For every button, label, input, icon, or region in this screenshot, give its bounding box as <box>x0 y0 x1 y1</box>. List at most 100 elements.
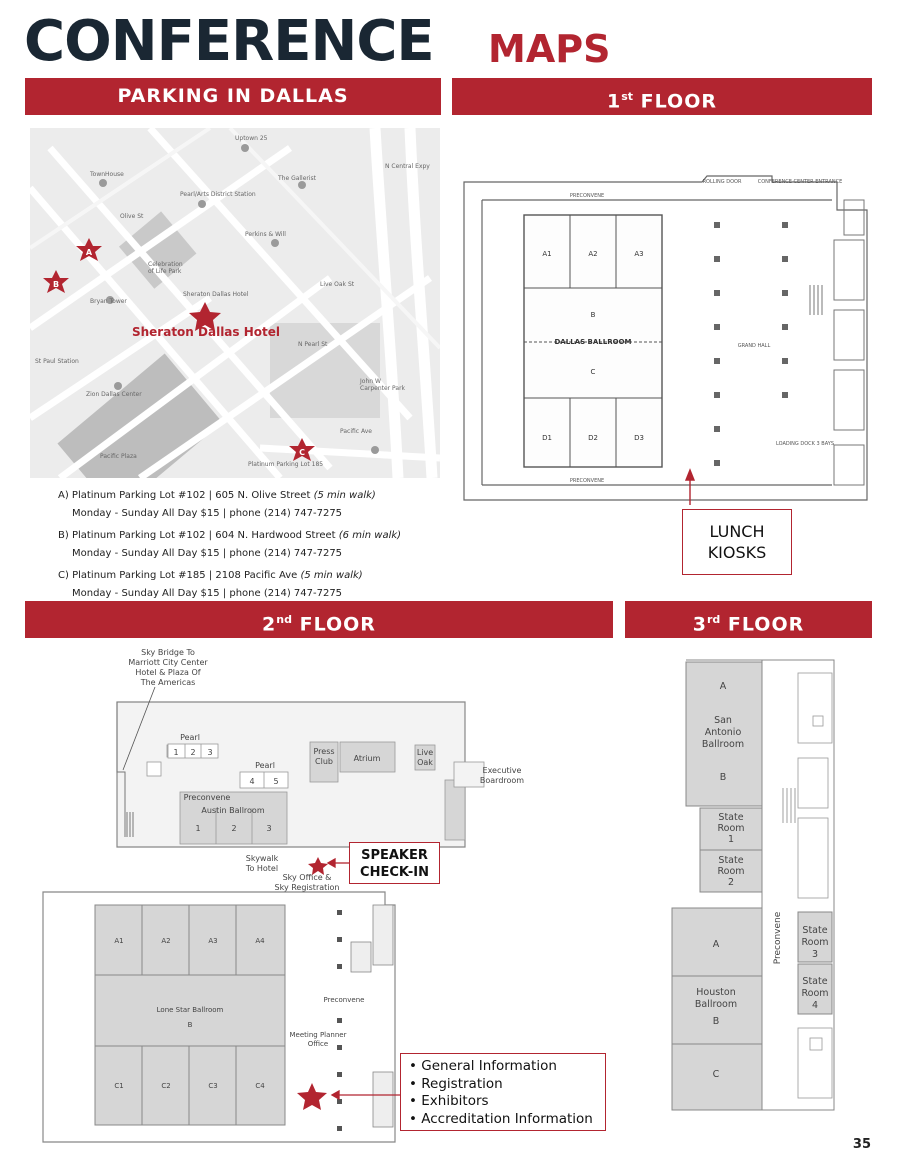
room-d3: D3 <box>634 434 644 442</box>
meeting-planner-marker[interactable] <box>297 1083 327 1110</box>
third-floor-map[interactable]: A San Antonio Ballroom B State Room 1 St… <box>670 658 850 1113</box>
svg-text:N Central Expy: N Central Expy <box>385 163 430 170</box>
third-floor-plan: A San Antonio Ballroom B State Room 1 St… <box>671 659 835 1111</box>
floor-ordinal: st <box>621 90 634 103</box>
room-a3: A3 <box>634 250 643 258</box>
callout-line: CHECK-IN <box>360 865 429 880</box>
houston-label: Houston <box>696 987 735 998</box>
svg-text:John W: John W <box>359 378 381 385</box>
callout-line: LUNCH <box>709 522 765 541</box>
first-floor-map[interactable]: A1 A2 A3 B DALLAS BALLROOM C D1 D2 D3 PR… <box>462 170 872 510</box>
page-title: CONFERENCE <box>24 9 435 74</box>
parking-address: C) Platinum Parking Lot #185 | 2108 Paci… <box>58 570 301 581</box>
conference-center-entrance-label: CONFERENCE CENTER ENTRANCE <box>758 179 843 185</box>
floor-number: 3 <box>692 613 707 636</box>
parking-rate: Monday - Sunday All Day $15 | phone (214… <box>72 507 343 519</box>
lunch-kiosks-callout: LUNCH KIOSKS <box>682 509 792 575</box>
state-room-1-label: State <box>718 812 743 823</box>
lone-star-ballroom-label: Lone Star Ballroom <box>157 1006 224 1014</box>
pearl-label: Pearl <box>180 733 200 742</box>
speaker-checkin-marker[interactable] <box>308 857 328 875</box>
floor-word: FLOOR <box>633 90 717 113</box>
meeting-planner-info-callout: • General Information • Registration • E… <box>400 1053 606 1131</box>
parking-address: A) Platinum Parking Lot #102 | 605 N. Ol… <box>58 490 314 501</box>
parking-marker-b[interactable]: B <box>43 270 69 293</box>
room-a2: A2 <box>161 937 170 945</box>
parking-rate: Monday - Sunday All Day $15 | phone (214… <box>72 547 343 559</box>
state-room-3-label: Room <box>801 937 828 948</box>
san-antonio-room-a: A <box>720 681 727 692</box>
floor-number: 2 <box>262 613 277 636</box>
room-a4: A4 <box>255 937 265 945</box>
svg-text:C: C <box>299 448 305 457</box>
floor-ordinal: rd <box>706 613 721 626</box>
floor-ordinal: nd <box>276 613 292 626</box>
svg-text:TownHouse: TownHouse <box>89 171 124 178</box>
sky-office-label: Sky Registration <box>275 883 340 892</box>
room-c1: C1 <box>114 1082 123 1090</box>
sky-bridge-label: Marriott City Center <box>128 658 208 667</box>
hotel-label: Sheraton Dallas Hotel <box>132 325 280 339</box>
pearl-room: 5 <box>273 777 278 786</box>
press-club-label: Club <box>315 757 333 766</box>
live-oak-label: Live <box>417 748 433 757</box>
grand-hall-label: GRAND HALL <box>738 343 771 349</box>
hotel-marker[interactable] <box>189 302 221 331</box>
room-a1: A1 <box>542 250 551 258</box>
svg-text:Carpenter Park: Carpenter Park <box>360 385 406 392</box>
room-c: C <box>591 368 596 376</box>
walk-time: (5 min walk) <box>313 490 376 501</box>
houston-room-a: A <box>713 939 720 950</box>
pearl-label: Pearl <box>255 761 275 770</box>
callout-line: KIOSKS <box>707 543 767 562</box>
state-room-1-label: Room <box>717 823 744 834</box>
skywalk-label: Skywalk <box>246 854 279 863</box>
state-room-2-label: 2 <box>728 877 734 888</box>
page-subtitle: MAPS <box>488 27 611 71</box>
svg-text:Olive St: Olive St <box>120 213 144 220</box>
sky-bridge-label: The Americas <box>140 678 196 687</box>
state-room-3-label: 3 <box>812 949 818 960</box>
second-floor-map[interactable]: Sky Bridge To Marriott City Center Hotel… <box>35 642 565 1147</box>
room-a2: A2 <box>588 250 597 258</box>
parking-map[interactable]: Uptown 25 TownHouse Pearl/Arts District … <box>30 128 440 478</box>
svg-text:N Pearl St: N Pearl St <box>298 341 328 348</box>
parking-list: A) Platinum Parking Lot #102 | 605 N. Ol… <box>58 487 438 602</box>
svg-text:Zion Dallas Center: Zion Dallas Center <box>86 391 142 398</box>
state-room-2-label: Room <box>717 866 744 877</box>
live-oak-label: Oak <box>417 758 433 767</box>
svg-text:Uptown 25: Uptown 25 <box>235 135 268 142</box>
state-room-4-label: State <box>802 976 827 987</box>
parking-map-graphic: Uptown 25 TownHouse Pearl/Arts District … <box>30 128 440 478</box>
san-antonio-label: Antonio <box>705 727 742 738</box>
svg-text:of Life Park: of Life Park <box>148 268 182 275</box>
sky-office-label: Sky Office & <box>283 873 332 882</box>
room-c3: C3 <box>208 1082 217 1090</box>
austin-room: 1 <box>195 824 200 833</box>
walk-time: (5 min walk) <box>300 570 363 581</box>
meeting-planner-label: Meeting Planner <box>290 1031 347 1039</box>
state-room-2-label: State <box>718 855 743 866</box>
austin-ballroom-label: Austin Ballroom <box>201 806 264 815</box>
skywalk-label: To Hotel <box>245 864 278 873</box>
info-item: • General Information <box>409 1058 557 1074</box>
svg-text:Celebration: Celebration <box>148 261 183 268</box>
houston-label: Ballroom <box>695 999 737 1010</box>
parking-marker-a[interactable]: A <box>76 238 102 261</box>
section-header-parking: PARKING IN DALLAS <box>25 78 441 115</box>
press-club-label: Press <box>313 747 334 756</box>
pearl-room: 1 <box>173 748 178 757</box>
parking-marker-c[interactable]: C <box>289 438 315 461</box>
state-room-1-label: 1 <box>728 834 734 845</box>
parking-item-b: B) Platinum Parking Lot #102 | 604 N. Ha… <box>58 527 438 562</box>
parking-address: B) Platinum Parking Lot #102 | 604 N. Ha… <box>58 530 339 541</box>
rolling-door-label: ROLLING DOOR <box>703 179 742 185</box>
floor-word: FLOOR <box>291 613 376 636</box>
svg-text:A: A <box>86 248 93 257</box>
pearl-room: 2 <box>190 748 195 757</box>
san-antonio-room-b: B <box>720 772 727 783</box>
first-floor-plan: A1 A2 A3 B DALLAS BALLROOM C D1 D2 D3 PR… <box>463 175 868 510</box>
page-number: 35 <box>852 1137 871 1152</box>
meeting-planner-label: Office <box>308 1040 328 1048</box>
info-item: • Exhibitors <box>409 1093 489 1109</box>
